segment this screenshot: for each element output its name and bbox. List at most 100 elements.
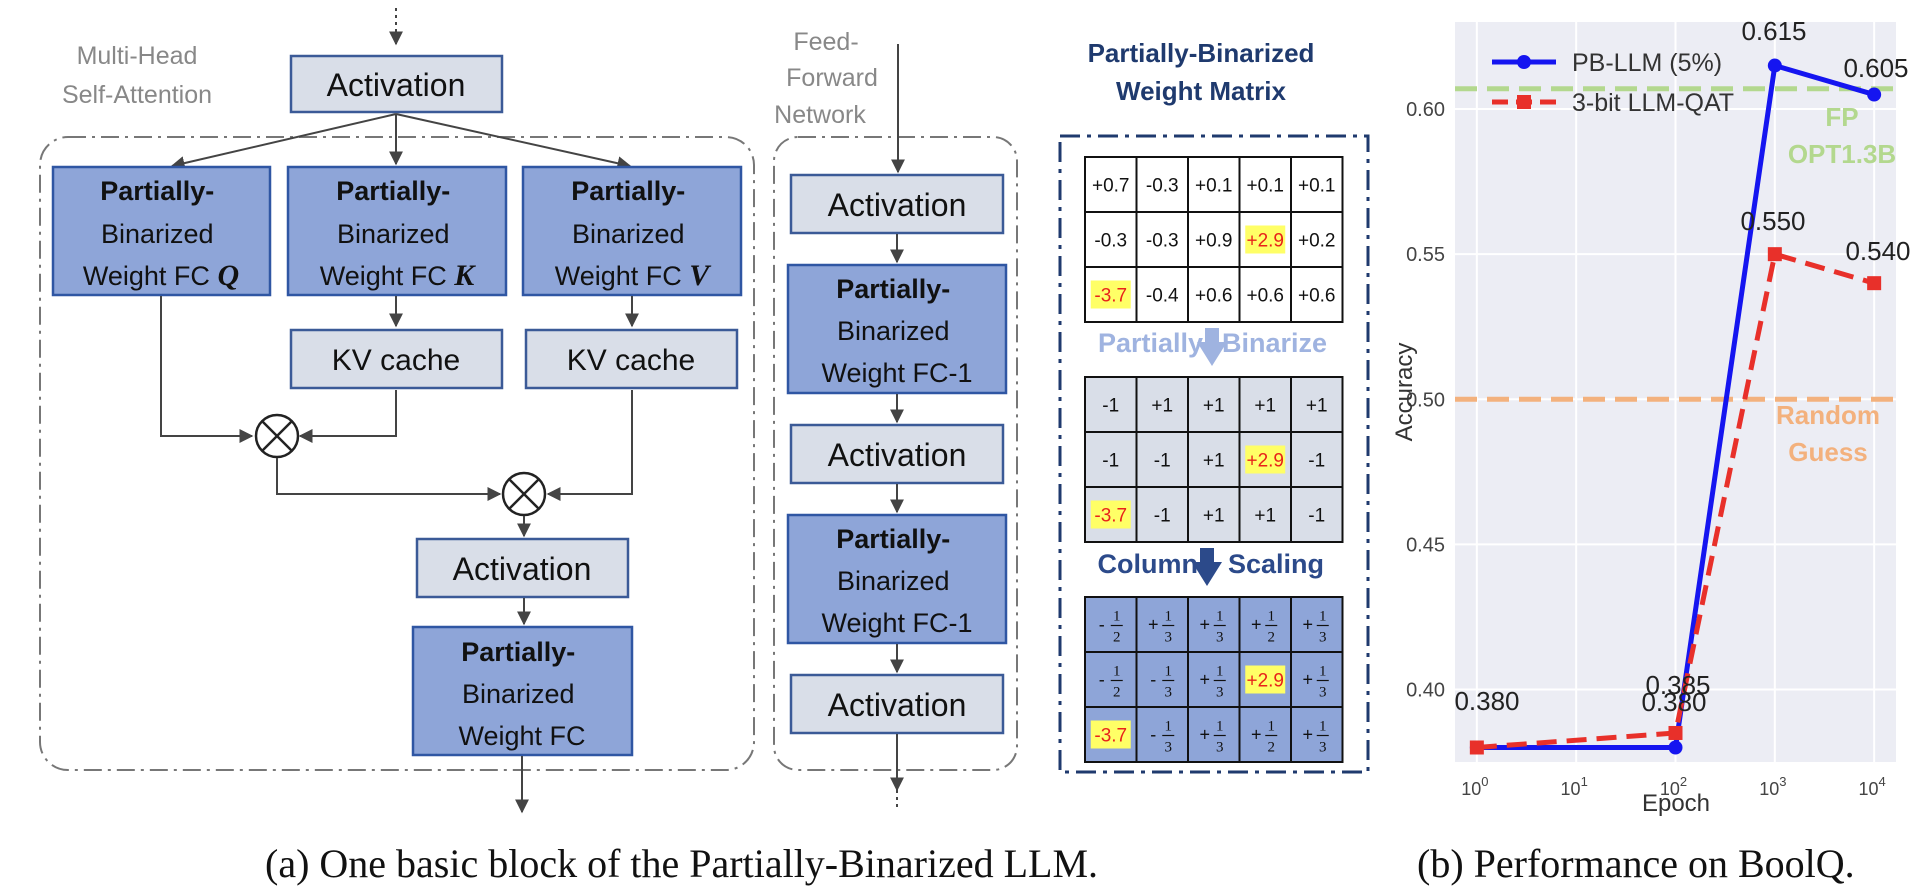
- fc-out-box: [411, 625, 634, 757]
- matrix-cell: -3.7: [1084, 266, 1138, 323]
- ffn-activation-1: [789, 173, 1005, 235]
- fc-k-text: Partially- Binarized Weight FC K: [320, 176, 477, 292]
- matrix-scaled: -12+13+13+12+13-12-13+13+2.9+13-3.7-13+1…: [1084, 596, 1344, 763]
- svg-text:+0.1: +0.1: [1195, 176, 1233, 197]
- y-tick-label: 0.40: [1406, 679, 1445, 701]
- fc-v-box: [521, 165, 743, 297]
- svg-text:-0.3: -0.3: [1094, 231, 1127, 252]
- svg-text:+: +: [1199, 670, 1210, 690]
- svg-text:+0.1: +0.1: [1298, 176, 1336, 197]
- data-label: 0.380: [1454, 686, 1519, 716]
- svg-text:3: 3: [1165, 740, 1173, 756]
- matrix-cell: +1: [1290, 376, 1344, 433]
- mhsa-block: Multi-Head Self-Attention Activation Par…: [39, 8, 755, 814]
- fc-q-box: [51, 165, 272, 297]
- step2-down-arrow-icon: [1192, 548, 1222, 586]
- svg-text:+2.9: +2.9: [1246, 451, 1284, 472]
- caption-a: (a) One basic block of the Partially-Bin…: [265, 841, 1099, 886]
- x-tick-label: 103: [1759, 774, 1786, 799]
- ffn-label-line1: Feed-: [793, 28, 858, 56]
- matrix-cell: +0.6: [1187, 266, 1241, 323]
- svg-text:-: -: [1099, 615, 1105, 635]
- series-point: [1867, 276, 1882, 291]
- svg-text:3: 3: [1319, 685, 1327, 701]
- svg-text:-: -: [1150, 725, 1156, 745]
- step1-down-arrow-icon: [1197, 328, 1227, 366]
- svg-text:+0.6: +0.6: [1246, 286, 1284, 307]
- matrix-cell: +13: [1135, 596, 1189, 653]
- svg-text:2: 2: [1113, 630, 1121, 646]
- matrix-cell: -13: [1135, 651, 1189, 708]
- svg-text:+: +: [1199, 725, 1210, 745]
- reference-line-label: Guess: [1788, 437, 1868, 467]
- matrix-cell: +13: [1290, 651, 1344, 708]
- multiply-op-2: [501, 471, 547, 517]
- reference-line-label: OPT1.3B: [1788, 139, 1896, 169]
- matrix-cell: -0.4: [1135, 266, 1189, 323]
- svg-text:2: 2: [1268, 630, 1276, 646]
- svg-text:+0.7: +0.7: [1092, 176, 1130, 197]
- y-axis-label: Accuracy: [1391, 343, 1418, 442]
- mhsa-label-line2: Self-Attention: [62, 81, 212, 109]
- mhsa-activation-bottom: [415, 537, 630, 599]
- svg-text:-0.3: -0.3: [1146, 176, 1179, 197]
- svg-text:+0.2: +0.2: [1298, 231, 1336, 252]
- step1-left: Partially: [1098, 328, 1203, 358]
- series-line: [1476, 63, 1875, 750]
- matrix-cell: +1: [1238, 376, 1292, 433]
- reference-line-label: Random: [1776, 400, 1880, 430]
- matrix-cell: -3.7: [1084, 706, 1138, 763]
- svg-text:+: +: [1251, 725, 1262, 745]
- matrix-cell: +2.9: [1238, 211, 1292, 268]
- mhsa-activation-top: [289, 54, 504, 114]
- svg-text:1: 1: [1216, 609, 1224, 625]
- ffn-fc1-text-2: Partially- Binarized Weight FC-1: [821, 524, 972, 638]
- matrix-panel: Partially-Binarized Weight Matrix +0.7-0…: [1058, 38, 1370, 774]
- svg-text:+: +: [1302, 615, 1313, 635]
- matrix-binarized: -1+1+1+1+1-1-1+1+2.9-1-3.7-1+1+1-1: [1084, 376, 1344, 543]
- svg-text:1: 1: [1165, 719, 1173, 735]
- svg-text:-0.3: -0.3: [1146, 231, 1179, 252]
- matrix-cell: +2.9: [1238, 651, 1292, 708]
- matrix-cell: +0.7: [1084, 156, 1138, 213]
- matrix-cell: -1 3: [1135, 706, 1189, 763]
- svg-text:+2.9: +2.9: [1246, 231, 1284, 252]
- matrix-cell: +12: [1238, 596, 1292, 653]
- legend-marker: [1517, 55, 1531, 69]
- matrix-cell: -1: [1084, 431, 1138, 488]
- reference-line-label: FP: [1825, 102, 1858, 132]
- svg-text:3: 3: [1165, 685, 1173, 701]
- svg-text:+0.1: +0.1: [1246, 176, 1284, 197]
- y-tick-label: 0.45: [1406, 534, 1445, 556]
- svg-text:1: 1: [1165, 609, 1173, 625]
- svg-text:3: 3: [1216, 740, 1224, 756]
- svg-text:3: 3: [1319, 630, 1327, 646]
- ffn-block: Feed- Forward Network Activation Partial…: [773, 28, 1018, 808]
- legend-marker: [1517, 95, 1531, 109]
- matrix-cell: +1: [1238, 486, 1292, 543]
- mhsa-dashed-border: [39, 136, 755, 771]
- svg-text:+1: +1: [1254, 506, 1276, 527]
- svg-text:1: 1: [1319, 664, 1327, 680]
- matrix-cell: +13: [1187, 706, 1241, 763]
- matrix-cell: +0.2: [1290, 211, 1344, 268]
- svg-text:1: 1: [1165, 664, 1173, 680]
- kv-cache-v: [524, 328, 739, 390]
- series-point: [1668, 725, 1683, 740]
- data-label: 0.540: [1845, 236, 1910, 266]
- matrix-cell: +0.1: [1187, 156, 1241, 213]
- matrix-cell: -1: [1135, 486, 1189, 543]
- svg-text:-1: -1: [1308, 506, 1325, 527]
- ffn-fc1-box-1: [786, 263, 1008, 395]
- svg-text:1: 1: [1268, 719, 1276, 735]
- svg-text:3: 3: [1319, 740, 1327, 756]
- matrix-cell: +0.6: [1238, 266, 1292, 323]
- matrix-cell: +12: [1238, 706, 1292, 763]
- svg-text:+1: +1: [1203, 506, 1225, 527]
- svg-text:+1: +1: [1151, 396, 1173, 417]
- svg-text:+0.6: +0.6: [1195, 286, 1233, 307]
- matrix-panel-border: [1058, 134, 1370, 774]
- svg-text:2: 2: [1113, 685, 1121, 701]
- x-tick-label: 100: [1461, 774, 1488, 799]
